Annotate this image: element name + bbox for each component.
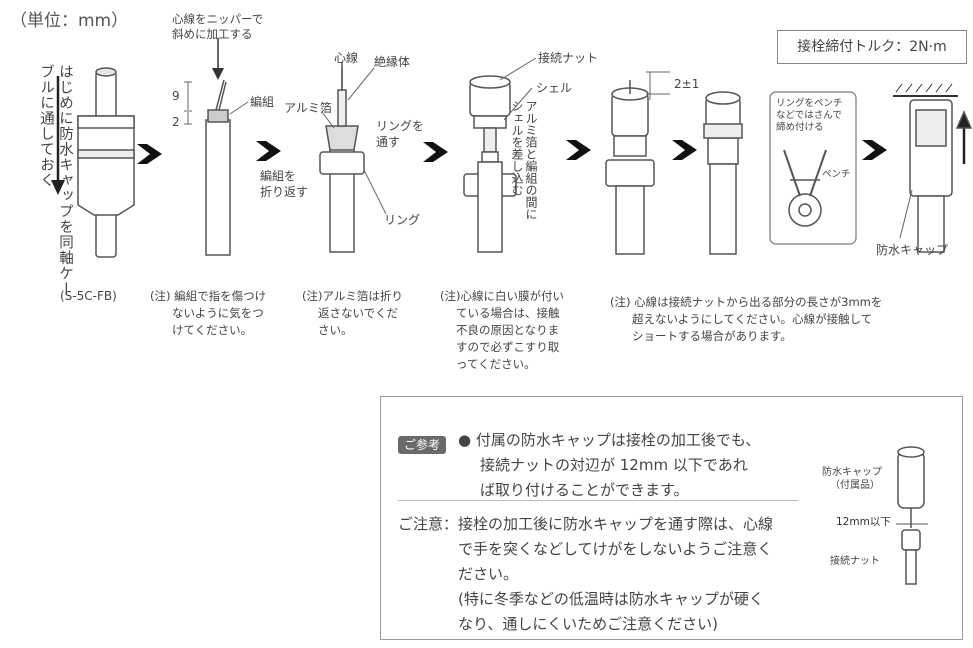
step3-ring-label: リング [384, 213, 421, 227]
ref-cap-label: 防水キャップ （付属品） [822, 467, 882, 491]
ref-cap-figure [896, 446, 928, 585]
reference-text: ● 付属の防水キャップは接栓の加工後でも、 接続ナットの対辺が 12mm 以下で… [458, 431, 761, 499]
step4-insert-instruction: アルミ箔と編組の間にシェルを差し込む [510, 100, 538, 220]
step3-note: (注)アルミ箔は折り返さないでください。 [302, 289, 403, 337]
cable-model-label: (S-5C-FB) [60, 289, 117, 303]
step5-connector-figure [605, 71, 670, 255]
step7-installed-figure [893, 83, 973, 253]
steps56-note: (注) 心線は接続ナットから出る部分の長さが3mmを超えないようにしてください。… [610, 295, 883, 343]
step4-note: (注)心線に白い膜が付いている場合は、接触不良の原因となりますので必ずこすり取っ… [440, 289, 564, 371]
reference-box [380, 396, 963, 640]
step4-connector-figure [463, 57, 537, 253]
step1-cable-figure [77, 67, 135, 258]
step2-cable-figure [184, 38, 249, 256]
step2-fold-braid-label: 編組を折り返す [260, 169, 309, 199]
step1-instruction: はじめに防水キャップを同軸ケーブルに通しておく [38, 64, 73, 297]
arrow-right-icon [137, 140, 887, 164]
reference-badge: ご参考 [398, 434, 447, 454]
step3-insulator-label: 絶縁体 [374, 55, 411, 69]
ref-dimension-label: 12mm以下 [836, 516, 891, 528]
step3-cable-figure [319, 62, 387, 253]
step6-pliers-label: ペンチ [822, 169, 851, 180]
step5-dimension: 2±1 [674, 77, 700, 91]
reference-divider [398, 500, 798, 501]
step3-core-label: 心線 [334, 51, 359, 65]
step3-ring-through-label: リングを通す [376, 119, 425, 149]
step2-note: (注) 編組で指を傷つけないように気をつけてください。 [150, 289, 267, 337]
ref-nut-label: 接続ナット [830, 556, 880, 567]
step4-nut-label: 接続ナット [538, 51, 599, 65]
dimension-2: 2 [172, 115, 180, 129]
step2-braid-label: 編組 [250, 95, 275, 109]
step7-cap-label: 防水キャップ [876, 243, 949, 257]
step6-connector-figure [703, 91, 857, 255]
down-arrow-icon [51, 76, 65, 195]
step2-cut-label: 心線をニッパーで斜めに加工する [172, 12, 264, 41]
step4-shell-label: シェル [536, 81, 573, 95]
unit-label: （単位：mm） [10, 11, 129, 31]
step6-pliers-instruction: リングをペンチなどではさんで締め付ける [776, 98, 843, 133]
torque-spec-box: 接栓締付トルク：2N·m [777, 30, 967, 64]
caution-label: ご注意： [398, 515, 459, 533]
caution-text: 接栓の加工後に防水キャップを通す際は、心線 で手を突くなどしてけがをしないようご… [458, 515, 774, 633]
step3-foil-label: アルミ箔 [284, 101, 332, 115]
dimension-9: 9 [172, 89, 180, 103]
